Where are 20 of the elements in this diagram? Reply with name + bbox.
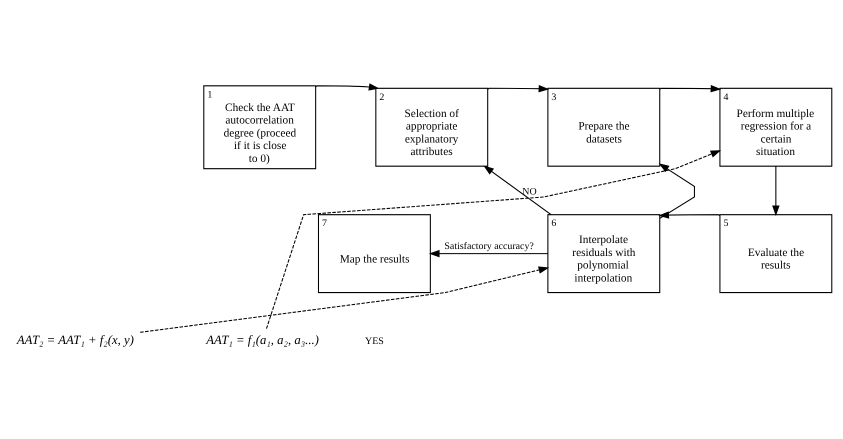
label: YES — [365, 336, 384, 347]
node-box: 6 Interpolate residuals with polynomial interpolation — [547, 214, 660, 293]
node-box: 5 Evaluate the results — [719, 214, 832, 293]
arrow — [428, 249, 548, 257]
arrow — [140, 266, 550, 332]
node-text: AAT₂ = AAT₁ + f₂(x, y) — [16, 332, 134, 346]
node-text: AAT₁ = f₁(a₁, a₂, a₃...) — [206, 332, 319, 346]
arrow — [266, 150, 722, 328]
arrow — [316, 82, 380, 90]
edge-label: Satisfactory accuracy? — [444, 240, 534, 252]
node-box: 1 Check the AAT autocorrelation degree (proceed if it is close to 0) — [203, 84, 316, 169]
node-box: 2 Selection of appropriate explanatory attributes — [375, 87, 488, 166]
node-box: 7 Map the results — [318, 214, 431, 293]
arrow — [483, 164, 552, 215]
node-box: 4 Perform multiple regression for a certain situation — [719, 87, 832, 166]
arrow — [772, 166, 780, 216]
arrow — [488, 84, 550, 92]
node-box: 3 Prepare the datasets — [547, 87, 660, 166]
edge-label: NO — [522, 186, 537, 197]
arrow — [660, 84, 722, 92]
